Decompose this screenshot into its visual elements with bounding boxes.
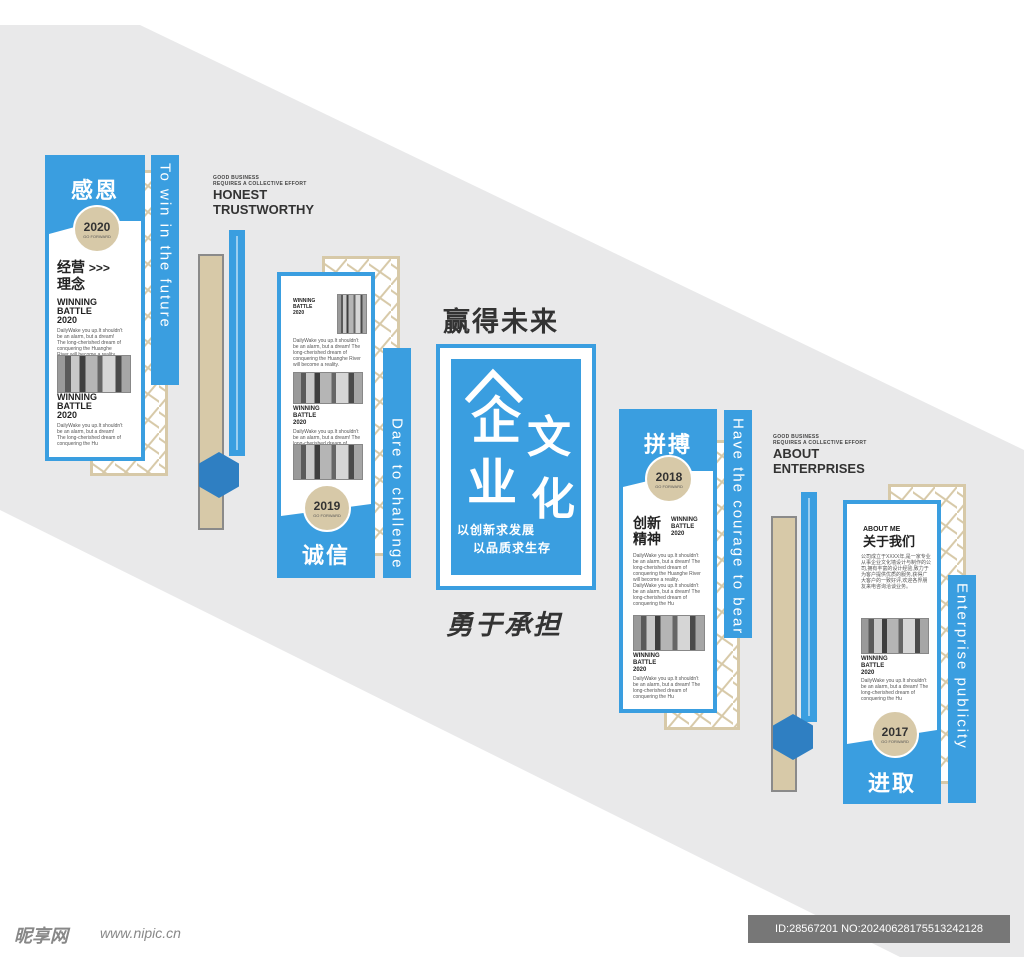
blue-stick (229, 230, 245, 456)
win-label: WINNING (293, 406, 320, 412)
win-label: 2020 (293, 310, 305, 316)
subheading-2: 理念 (57, 276, 85, 292)
side-banner: Dare to challenge (383, 348, 411, 578)
big-char: 业 (467, 455, 517, 511)
panel-integrity: WINNING BATTLE 2020 DailyWake you up.It … (277, 272, 375, 578)
win-label: WINNING (57, 392, 97, 402)
header-tag: GOOD BUSINESS (213, 175, 260, 181)
win-label: 2020 (57, 410, 78, 420)
side-banner: Have the courage to bear (724, 410, 752, 638)
city-photo (293, 444, 363, 480)
panel-heading: 诚信 (301, 543, 350, 568)
big-char: 化 (531, 475, 575, 524)
win-label: BATTLE (57, 401, 92, 411)
site-url: www.nipic.cn (100, 925, 181, 941)
win-label: 2020 (633, 667, 647, 673)
body-text: DailyWake you up.It shouldn't be an alar… (57, 423, 123, 447)
big-char: 企 (471, 393, 521, 449)
city-photo (293, 372, 363, 404)
side-banner: To win in the future (151, 155, 179, 385)
center-bottom-title: 勇于承担 (446, 610, 562, 640)
subheading-2: 精神 (633, 531, 661, 547)
win-label: WINNING (671, 517, 698, 523)
slogan-line: 以创新求发展 (457, 523, 536, 537)
panel-heading: 感恩 (70, 178, 119, 203)
header-line: HONEST (213, 187, 268, 202)
subheading: 创新 (633, 515, 661, 531)
win-label: BATTLE (293, 413, 317, 419)
big-char: 文 (527, 413, 571, 462)
body-text: DailyWake you up.It shouldn't be an alar… (633, 553, 701, 583)
arrows-icon: >>> (88, 261, 110, 275)
city-photo (57, 355, 131, 393)
win-label: WINNING (861, 656, 888, 662)
win-label: BATTLE (861, 663, 885, 669)
body-text: DailyWake you up.It shouldn't be an alar… (861, 678, 929, 702)
city-photo (861, 618, 929, 654)
win-label: 2020 (671, 531, 685, 537)
site-logo: 昵享网 (14, 926, 68, 946)
header-line: ENTERPRISES (773, 461, 865, 476)
blue-stick (801, 492, 817, 722)
city-photo (337, 294, 367, 334)
body-text: 公司成立于XXXX年,是一家专业从事企业文化墙设计与制作的公司,拥有丰富的设计经… (861, 554, 932, 590)
about-heading: 关于我们 (863, 534, 916, 549)
body-text: DailyWake you up.It shouldn't be an alar… (633, 676, 701, 700)
win-label: 2020 (57, 315, 78, 325)
header-line: TRUSTWORTHY (213, 202, 315, 217)
about-label: ABOUT ME (863, 526, 901, 533)
win-label: BATTLE (671, 524, 695, 530)
header-tag: REQUIRES A COLLECTIVE EFFORT (213, 181, 307, 187)
header-tag: REQUIRES A COLLECTIVE EFFORT (773, 440, 867, 446)
win-label: WINNING (293, 298, 316, 304)
body-text: DailyWake you up.It shouldn't be an alar… (57, 328, 123, 358)
slogan-line: 以品质求生存 (473, 541, 552, 555)
win-label: 2020 (861, 670, 875, 676)
win-label: WINNING (633, 653, 660, 659)
image-id-bar: ID:28567201 NO:20240628175513242128 (748, 915, 1010, 943)
win-label: WINNING (57, 297, 97, 307)
win-label: BATTLE (57, 306, 92, 316)
body-text: DailyWake you up.It shouldn't be an alar… (293, 338, 361, 368)
center-top-title: 赢得未来 (443, 307, 559, 337)
panel-heading: 进取 (867, 771, 916, 796)
win-label: 2020 (293, 420, 307, 426)
body-text: DailyWake you up.It shouldn't be an alar… (633, 583, 701, 607)
header-tag: GOOD BUSINESS (773, 434, 820, 440)
side-banner: Enterprise publicity (948, 575, 976, 803)
panel-heading: 拼搏 (643, 432, 692, 457)
roof-icon (465, 368, 523, 403)
header-line: ABOUT (773, 446, 820, 461)
hexagon-decor (773, 714, 813, 760)
enterprise-culture-frame: 企 业 文 化 以创新求发展 以品质求生存 (436, 344, 596, 590)
subheading: 经营 (57, 259, 85, 275)
city-photo (633, 615, 705, 651)
win-label: BATTLE (293, 304, 313, 310)
win-label: BATTLE (633, 660, 657, 666)
panel-about: ABOUT ME 关于我们 公司成立于XXXX年,是一家专业从事企业文化墙设计与… (843, 500, 941, 804)
